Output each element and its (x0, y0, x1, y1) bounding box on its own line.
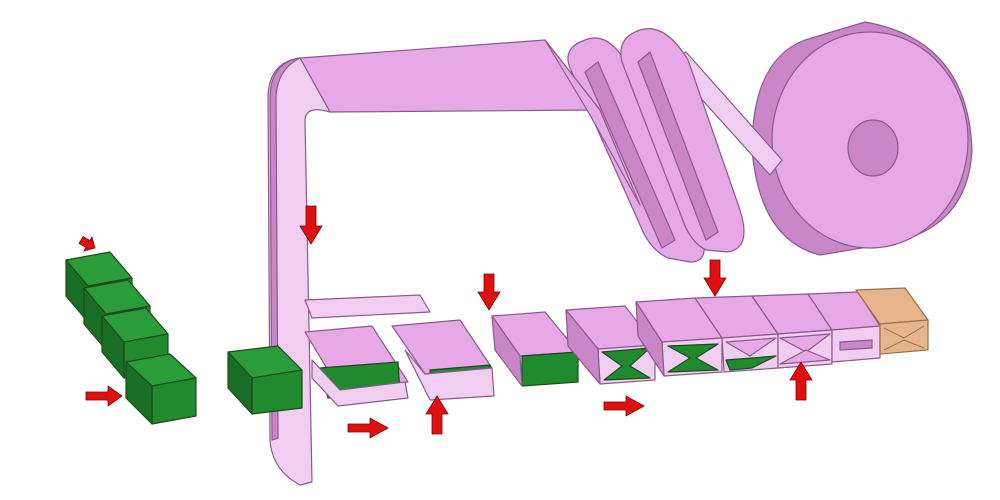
film-web (267, 39, 641, 486)
seal-bar-icon (839, 339, 873, 351)
roll-core (847, 119, 899, 177)
infeed-products (65, 251, 197, 425)
direction-arrows (78, 205, 813, 439)
forming-stage-8 (807, 291, 881, 363)
forming-stage-3 (491, 311, 579, 387)
arrow-conveyor-2-icon (603, 395, 645, 417)
arrow-infeed-right-icon (85, 385, 123, 407)
arrow-infeed-top-icon (78, 235, 96, 252)
forming-stage-7 (751, 293, 833, 369)
film-loops (567, 28, 745, 263)
arrow-seal-up-icon (789, 361, 813, 401)
arrow-conveyor-1-icon (347, 417, 389, 439)
forming-stage-1 (304, 325, 409, 407)
forming-stage-5 (635, 297, 723, 377)
forming-stage-6 (694, 295, 779, 373)
film-roll (751, 21, 973, 256)
infeed-block-4 (125, 353, 197, 425)
forming-stage-2 (391, 319, 495, 401)
arrow-film-down-3-icon (703, 259, 727, 297)
arrow-film-down-2-icon (477, 273, 501, 311)
forming-stage-4 (565, 305, 656, 385)
arrow-film-down-1-icon (299, 205, 323, 245)
arrow-fold-up-icon (425, 395, 449, 435)
product-entering (227, 345, 303, 415)
finished-package (854, 287, 930, 355)
